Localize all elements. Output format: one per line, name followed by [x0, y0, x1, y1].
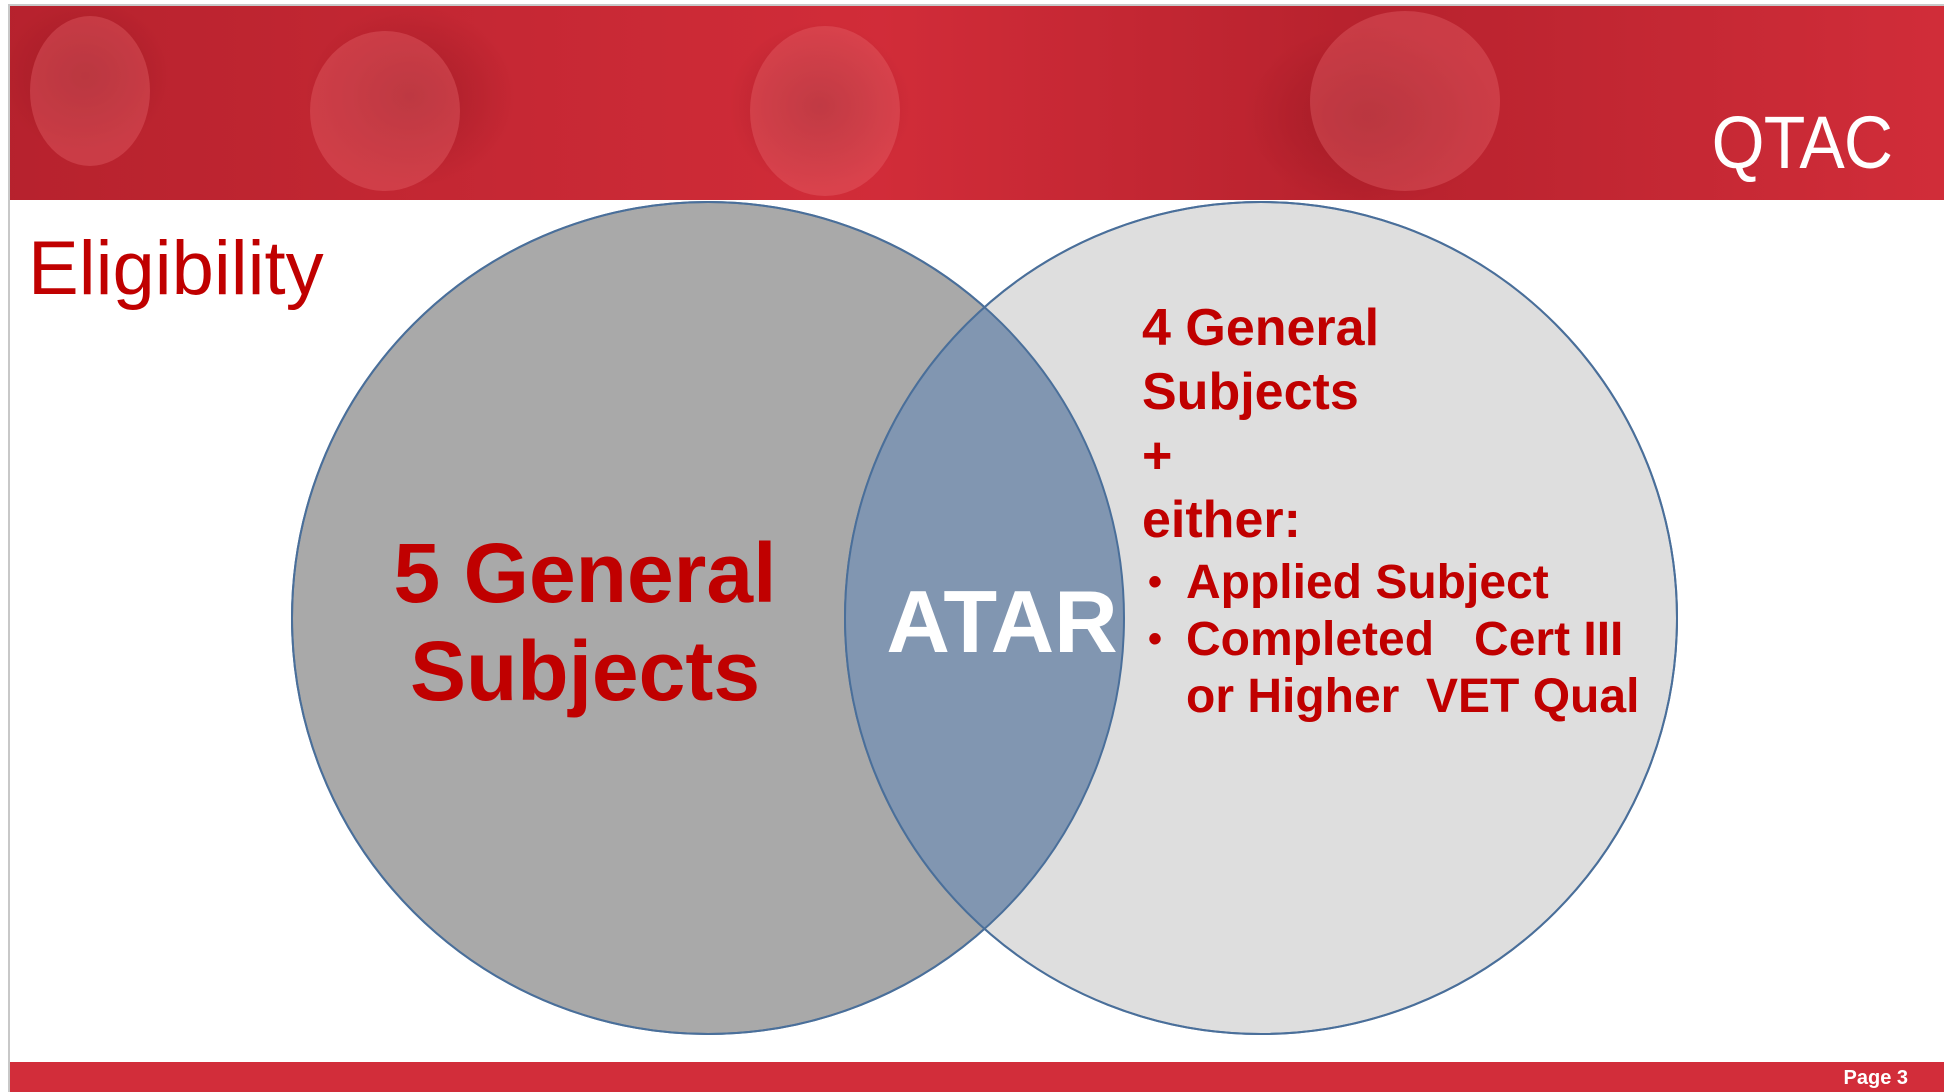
header-banner: QTAC: [10, 6, 1944, 200]
venn-right-outline: [844, 201, 1678, 1035]
bullet-icon: •: [1148, 617, 1163, 661]
option-line-1: Completed Cert III: [1186, 613, 1624, 666]
option-item: • Applied Subject: [1142, 554, 1702, 611]
venn-left-outline: [291, 201, 1125, 1035]
right-circle-line-4: either:: [1142, 491, 1301, 549]
left-circle-label: 5 General Subjects: [320, 524, 850, 720]
banner-photo-figure: [1310, 11, 1500, 191]
option-list: • Applied Subject • Completed Cert III o…: [1142, 554, 1702, 725]
right-circle-line-1: 4 General: [1142, 299, 1380, 357]
venn-overlap: [845, 202, 1124, 1034]
right-circle-label: 4 General Subjects + either: • Applied S…: [1142, 296, 1702, 725]
option-line-2: or Higher VET Qual: [1186, 670, 1640, 723]
banner-photo-figure: [310, 31, 460, 191]
venn-diagram: [291, 201, 1678, 1035]
right-circle-line-3: +: [1142, 427, 1173, 485]
banner-photo-figure: [30, 16, 150, 166]
right-circle-line-2: Subjects: [1142, 363, 1359, 421]
left-circle-line-2: Subjects: [409, 624, 761, 718]
option-item: • Completed Cert III or Higher VET Qual: [1142, 611, 1702, 725]
page-title: Eligibility: [28, 226, 324, 311]
page-number: Page 3: [1843, 1067, 1908, 1089]
slide: QTAC Eligibility 5 General Subjects ATAR…: [8, 4, 1944, 1092]
overlap-label: ATAR: [886, 572, 1118, 671]
left-circle-line-1: 5 General: [393, 526, 777, 620]
footer-bar: Page 3: [10, 1062, 1944, 1092]
bullet-icon: •: [1148, 560, 1163, 604]
option-line-1: Applied Subject: [1186, 556, 1549, 609]
banner-photo-figure: [750, 26, 900, 196]
qtac-logo: QTAC: [1711, 101, 1893, 184]
